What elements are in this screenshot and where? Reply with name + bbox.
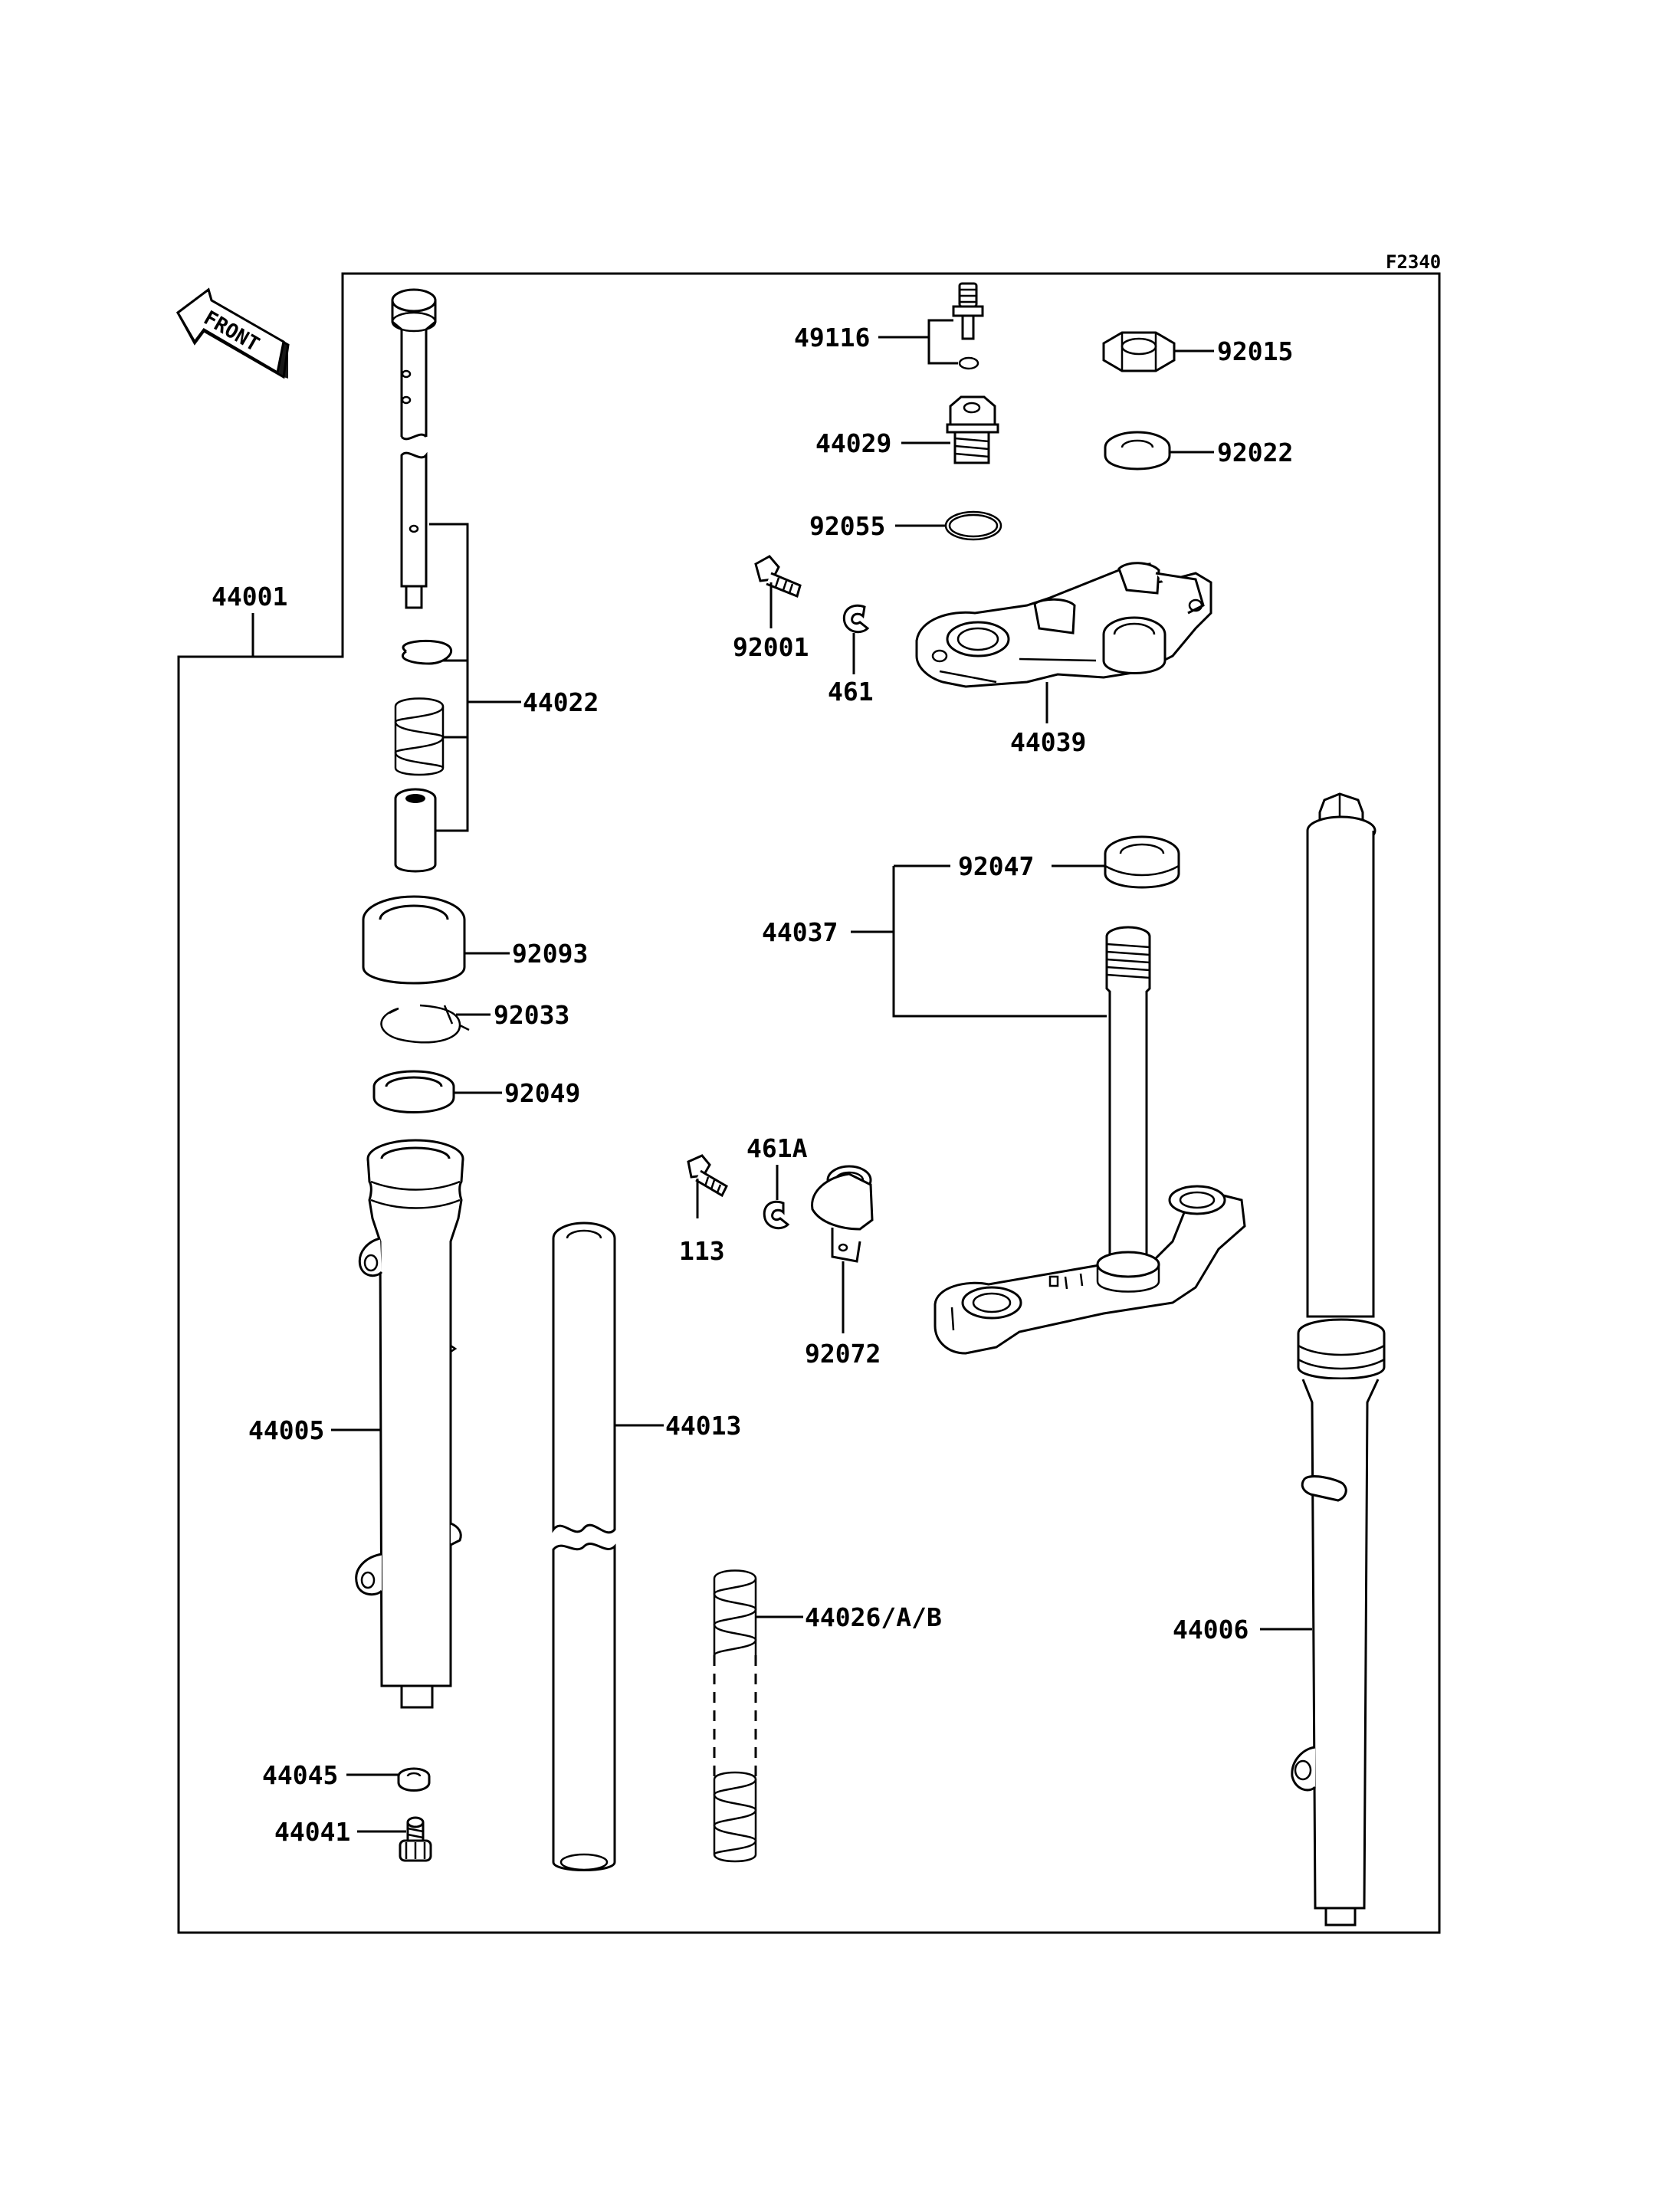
part-label-92033: 92033 — [494, 1000, 569, 1030]
part-label-461: 461 — [828, 677, 874, 707]
figure-code: F2340 — [1386, 251, 1441, 273]
o-ring-illustration — [944, 510, 1002, 541]
bracket-44022 — [429, 523, 521, 832]
clip-461A-illustration — [763, 1200, 790, 1230]
retaining-ring-illustration — [380, 1004, 470, 1044]
bolt-44041-illustration — [399, 1816, 432, 1862]
cap-bolt-illustration — [946, 395, 999, 464]
washer-44045-illustration — [397, 1767, 431, 1792]
washer-92022-illustration — [1104, 431, 1171, 471]
part-label-44013: 44013 — [665, 1411, 741, 1441]
part-label-92015: 92015 — [1217, 336, 1293, 366]
part-label-92049: 92049 — [504, 1078, 580, 1108]
part-label-92072: 92072 — [805, 1339, 881, 1369]
oil-seal-illustration — [372, 1070, 455, 1113]
inner-tube-illustration — [552, 1221, 616, 1871]
part-label-92022: 92022 — [1217, 438, 1293, 467]
rebound-spring-illustration — [394, 697, 445, 776]
fork-spring-illustration — [713, 1569, 757, 1863]
nut-92015-illustration — [1102, 331, 1176, 372]
bolt-113-illustration — [687, 1154, 728, 1198]
stem-bearing-illustration — [1104, 835, 1180, 889]
part-label-44026: 44026/A/B — [805, 1602, 942, 1632]
part-label-92055: 92055 — [809, 511, 885, 541]
diagram-frame — [177, 272, 1441, 1934]
damper-rod-illustration — [391, 288, 437, 609]
oil-lock-piece-illustration — [394, 788, 437, 873]
steering-stem-illustration — [934, 926, 1246, 1355]
clip-461-illustration — [842, 604, 870, 634]
piston-ring-illustration — [402, 639, 453, 665]
part-label-44001: 44001 — [212, 582, 287, 612]
clamp-92072-illustration — [811, 1165, 874, 1263]
outer-tube-right-illustration — [1291, 792, 1386, 1926]
part-label-44041: 44041 — [274, 1817, 350, 1847]
air-valve-illustration — [952, 282, 984, 370]
front-arrow-icon: FRONT — [176, 287, 290, 379]
bracket-49116 — [878, 319, 958, 365]
part-label-92001: 92001 — [733, 632, 809, 662]
part-label-92093: 92093 — [512, 939, 588, 969]
bolt-92001-illustration — [754, 555, 802, 598]
part-label-44037: 44037 — [762, 917, 838, 947]
part-label-461A: 461A — [746, 1133, 808, 1163]
upper-bracket-illustration — [915, 562, 1212, 688]
bracket-44037 — [851, 864, 1107, 1018]
part-label-113: 113 — [679, 1236, 725, 1266]
part-label-44039: 44039 — [1010, 727, 1086, 757]
dust-seal-illustration — [362, 895, 466, 985]
part-label-44006: 44006 — [1173, 1615, 1249, 1644]
outer-tube-left-illustration — [355, 1139, 464, 1709]
part-label-44045: 44045 — [262, 1760, 338, 1790]
part-label-44022: 44022 — [523, 687, 599, 717]
part-label-49116: 49116 — [794, 323, 870, 353]
part-label-44005: 44005 — [248, 1415, 324, 1445]
part-label-44029: 44029 — [815, 428, 891, 458]
part-label-92047: 92047 — [958, 851, 1034, 881]
